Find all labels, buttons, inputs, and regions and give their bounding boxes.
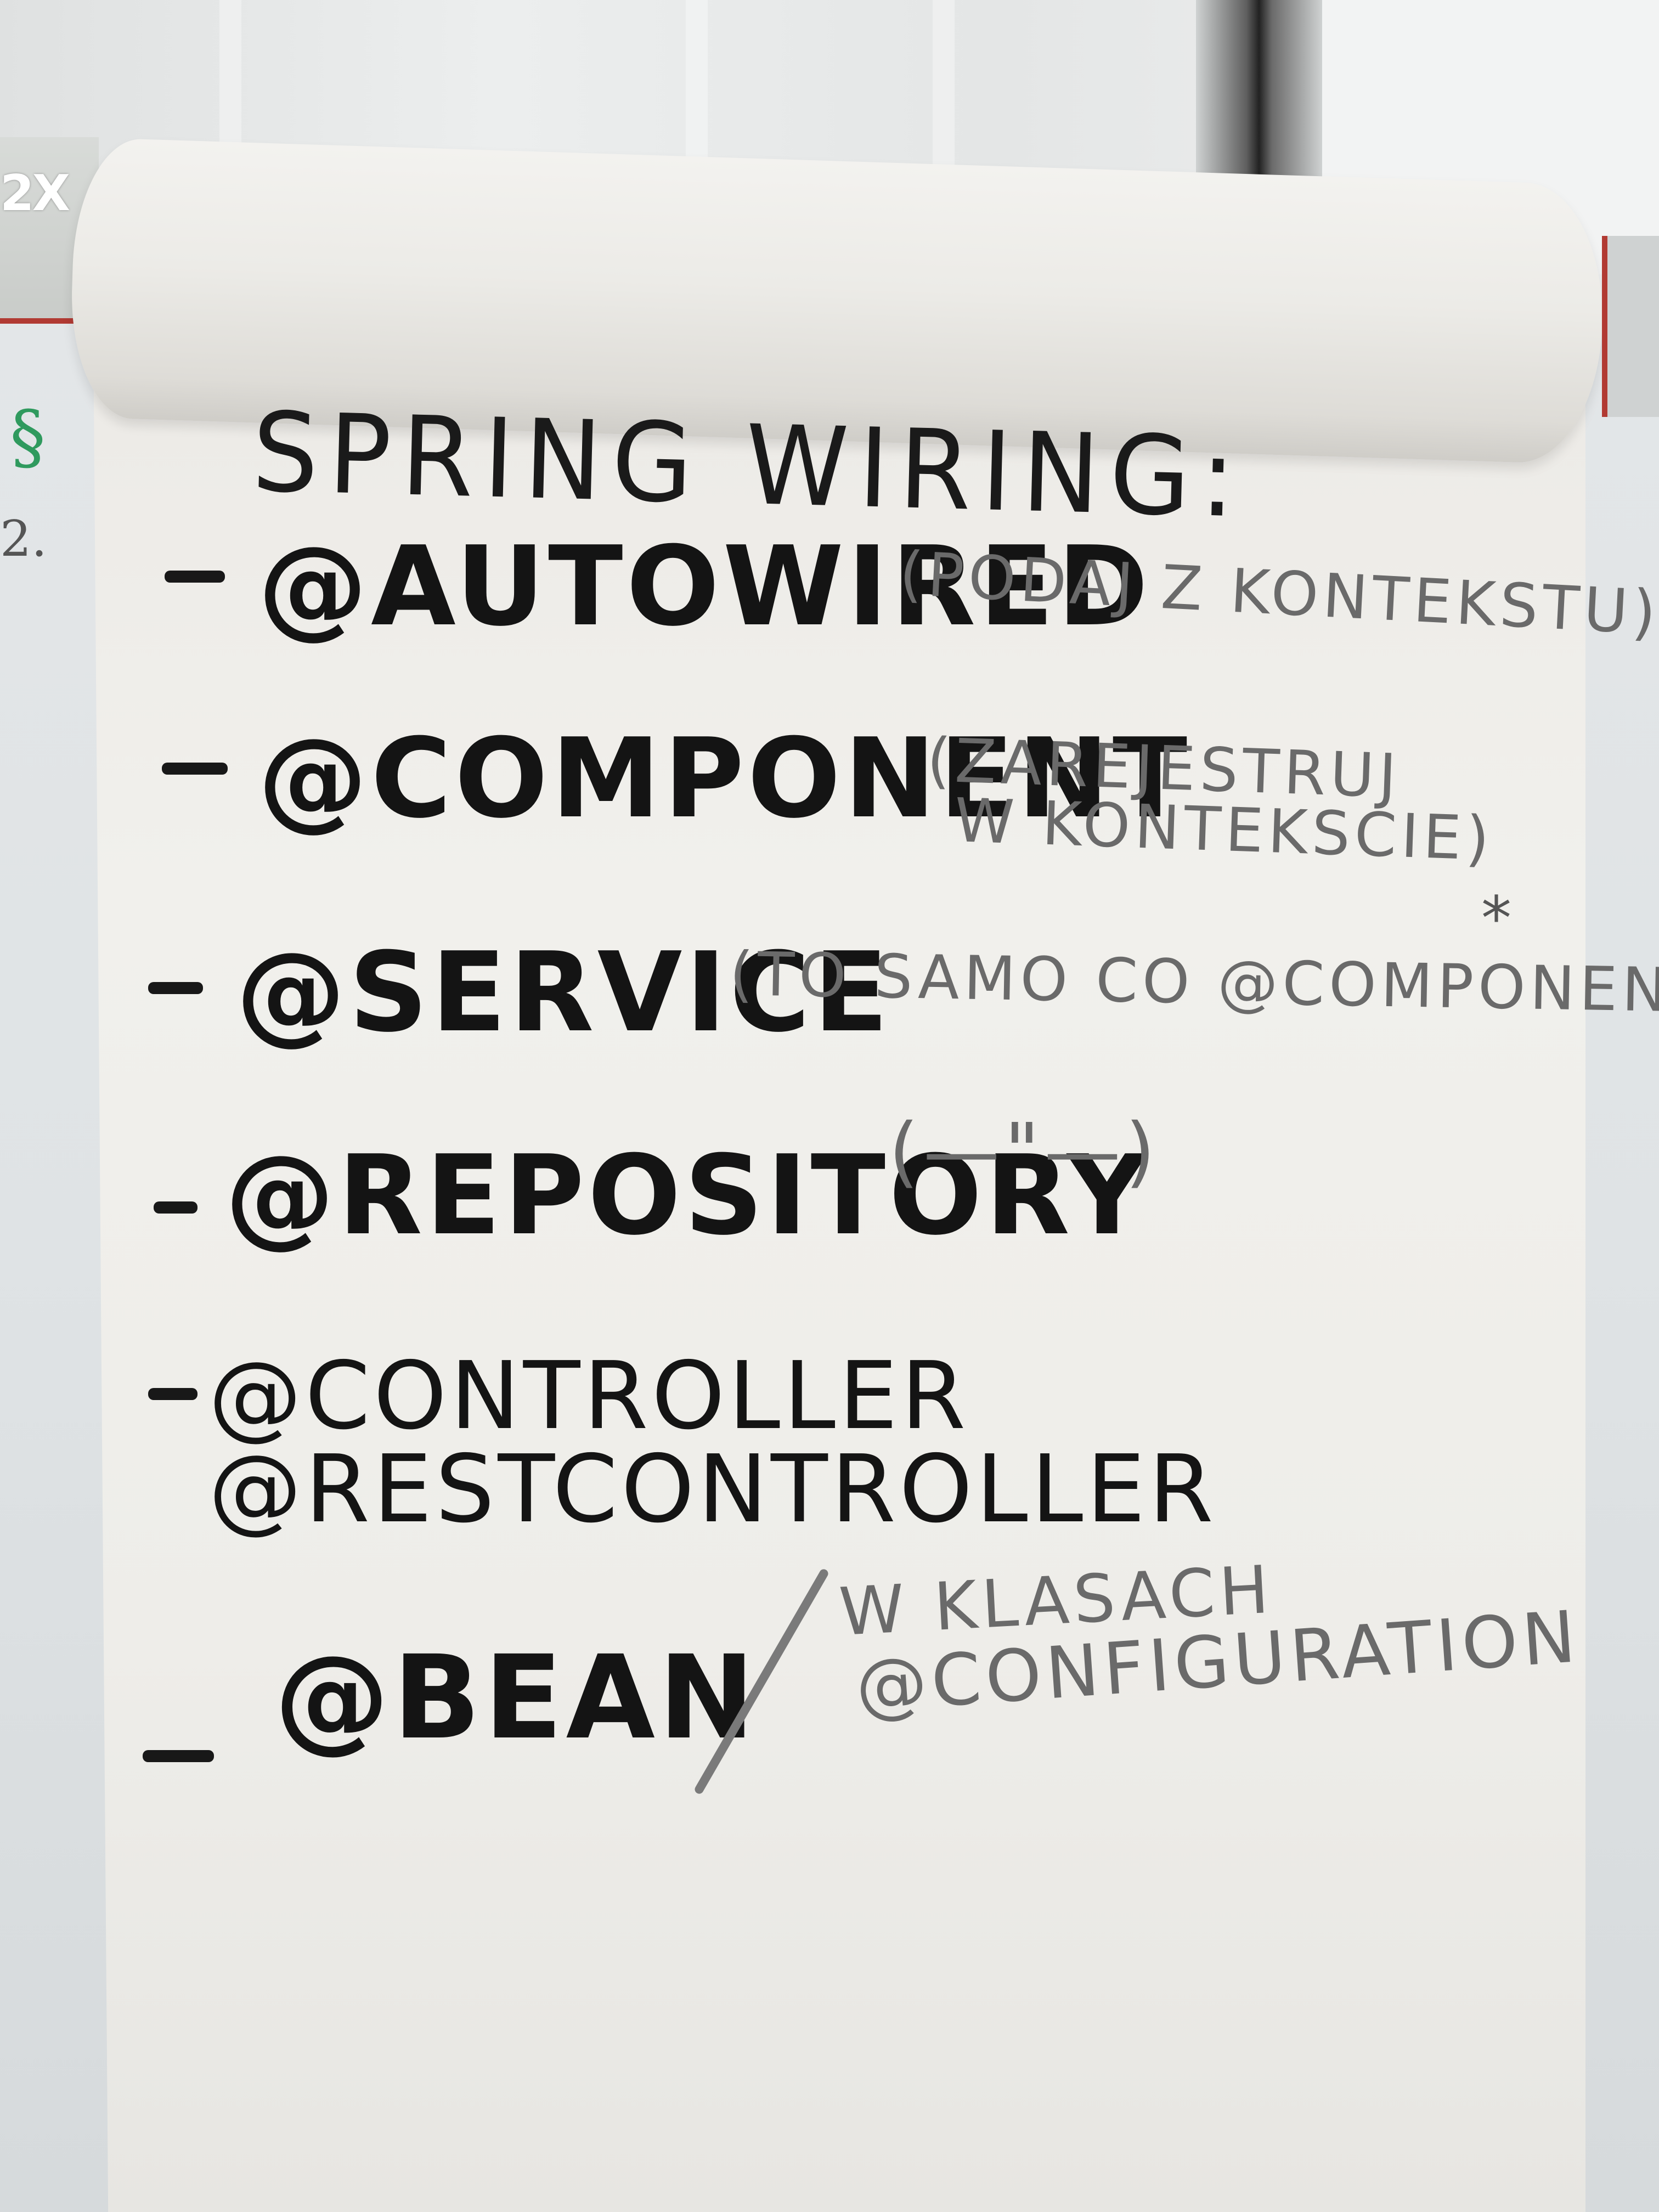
note-service: (TO SAMO CO @COMPONENT) xyxy=(729,939,1659,1027)
annotation-service: @SERVICE xyxy=(236,929,892,1057)
list-dash xyxy=(148,1388,198,1400)
annotation-bean: @BEAN xyxy=(274,1630,758,1765)
whiteboard-logo: 2X xyxy=(0,165,70,222)
note-repository: (—"—) xyxy=(889,1107,1160,1197)
whiteboard-green-mark: § xyxy=(10,395,46,478)
flipchart-sheet xyxy=(93,329,1585,2212)
list-dash xyxy=(162,763,228,775)
flipchart-clip xyxy=(1602,236,1659,417)
list-dash xyxy=(165,571,225,583)
asterisk-mark: * xyxy=(1481,883,1511,953)
note-component-line2: W KONTEKSCIE) xyxy=(953,785,1495,874)
whiteboard-side-number: 2. xyxy=(0,510,47,568)
annotation-autowired: @AUTOWIRED xyxy=(258,523,1152,651)
flipchart-title: SPRING WIRING: xyxy=(250,388,1247,542)
annotation-component: @COMPONENT xyxy=(258,715,1191,843)
annotation-controller: @CONTROLLER xyxy=(208,1342,969,1451)
list-dash xyxy=(143,1750,214,1762)
annotation-repository: @REPOSITORY xyxy=(225,1132,1150,1260)
annotation-restcontroller: @RESTCONTROLLER xyxy=(208,1435,1217,1544)
list-dash xyxy=(154,1201,198,1214)
list-dash xyxy=(148,982,203,994)
